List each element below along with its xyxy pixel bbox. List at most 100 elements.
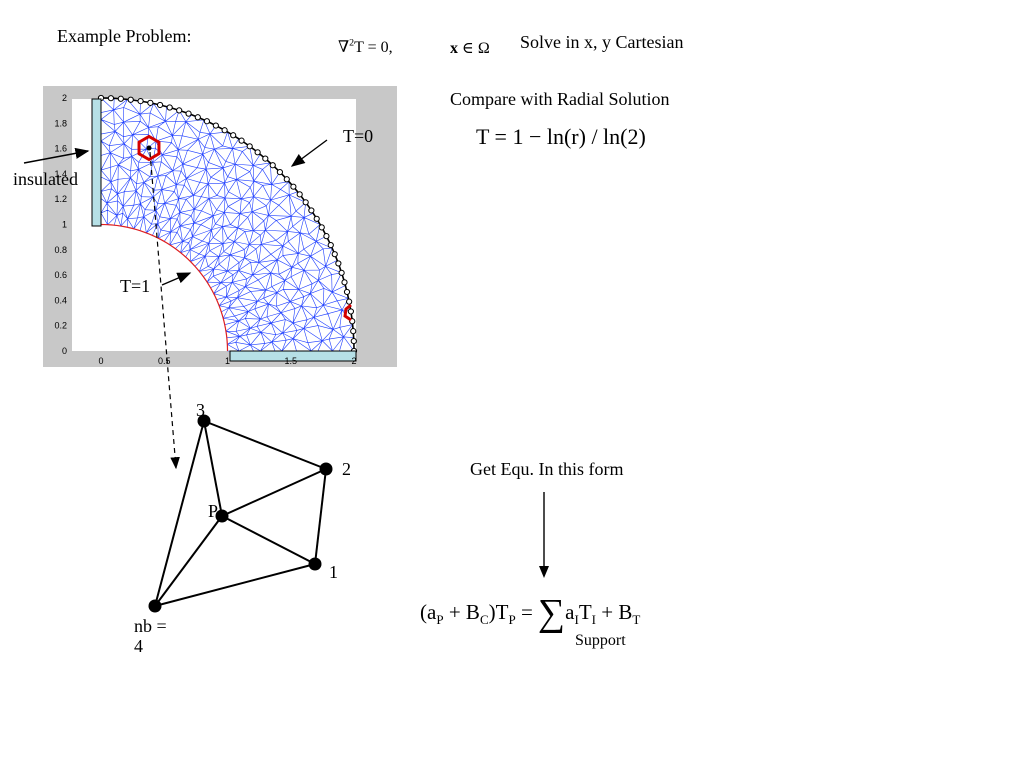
neighbor-count-label: nb = 4 xyxy=(134,616,167,656)
y-tick-label: 1.8 xyxy=(54,118,67,128)
domain-x: x xyxy=(450,40,458,57)
node-3 xyxy=(197,414,211,428)
outer-boundary-node xyxy=(338,269,345,276)
domain-membership: x ∈ Ω xyxy=(450,38,490,58)
outer-boundary-node xyxy=(327,241,334,249)
radial-solution-formula: T = 1 − ln(r) / ln(2) xyxy=(476,124,646,149)
edge-3-2 xyxy=(203,420,327,470)
outer-boundary-node xyxy=(323,233,330,240)
example-title: Example Problem: xyxy=(57,26,192,46)
outer-boundary-node xyxy=(347,308,354,315)
eq-sub-p: P xyxy=(436,612,444,628)
edge-p-3 xyxy=(203,420,223,517)
y-tick-labels: 21.81.61.41.210.80.60.40.20 xyxy=(54,93,67,356)
insulated-label: insulated xyxy=(13,169,78,189)
outer-boundary-node xyxy=(230,132,237,139)
outer-boundary-node xyxy=(296,191,303,198)
eq-plus-b: + B xyxy=(443,600,480,624)
get-equation-label: Get Equ. In this form xyxy=(470,459,624,479)
stencil-diagram xyxy=(148,414,333,613)
eq-plus-bt: + B xyxy=(595,600,633,624)
solve-text: Solve in x, y Cartesian xyxy=(520,32,684,52)
inner-boundary-arrow xyxy=(161,272,192,286)
mesh-triangles xyxy=(91,94,358,362)
discrete-equation: (aP + BC)TP = ∑aITI + BT xyxy=(420,594,640,632)
x-tick-label: 0.5 xyxy=(158,356,171,366)
eq-a: a xyxy=(565,600,575,624)
edge-p-1 xyxy=(221,515,316,565)
highlight-boundary-volume xyxy=(343,303,352,322)
edge-1-4 xyxy=(154,563,316,607)
outer-boundary-node xyxy=(331,251,338,258)
insulated-strip-bottom xyxy=(229,350,357,362)
eq-sub-c: C xyxy=(479,612,489,628)
node-4 xyxy=(148,599,162,613)
outer-boundary-node xyxy=(302,199,309,206)
outer-boundary-node xyxy=(212,122,219,129)
insulated-strip-left xyxy=(91,98,102,227)
y-tick-label: 0.4 xyxy=(54,295,67,305)
nabla-symbol: ∇ xyxy=(338,39,350,56)
eq-t: T xyxy=(578,600,592,624)
outer-boundary-node xyxy=(194,114,201,121)
edge-4-3 xyxy=(154,420,205,607)
outer-boundary-node xyxy=(246,143,253,150)
plot-annotations xyxy=(23,139,328,470)
outer-boundary-node xyxy=(335,260,342,267)
eq-close-t: )T xyxy=(488,600,509,624)
eq-sub-i: I xyxy=(574,612,579,628)
outer-boundary-node xyxy=(137,98,144,105)
x-tick-label: 0 xyxy=(98,356,103,366)
outer-boundary-node xyxy=(346,298,353,305)
node-2 xyxy=(319,462,333,476)
inner-boundary-arc xyxy=(100,223,229,352)
highlight-node xyxy=(146,145,152,151)
node-1 xyxy=(308,557,322,571)
nabla-exponent: 2 xyxy=(349,37,355,49)
outer-boundary-node xyxy=(156,101,164,109)
mesh-lines xyxy=(100,97,355,352)
y-tick-label: 0.2 xyxy=(54,321,67,331)
edge-p-2 xyxy=(221,468,327,517)
outer-boundary-node xyxy=(221,127,228,134)
node-3-label: 3 xyxy=(196,400,205,420)
zoom-dashed-arrow xyxy=(149,151,180,470)
outer-boundary-node xyxy=(117,95,124,102)
eq-sub-t: T xyxy=(632,612,641,628)
edge-p-4 xyxy=(154,515,223,607)
outer-boundary-node xyxy=(238,137,245,144)
y-tick-label: 1 xyxy=(62,220,67,230)
highlight-control-volume xyxy=(137,134,161,162)
outer-boundary-node xyxy=(185,110,192,117)
outer-boundary-node xyxy=(290,183,297,190)
outer-boundary-node xyxy=(166,104,173,111)
node-p xyxy=(215,509,229,523)
outer-boundary-node xyxy=(176,107,183,114)
y-tick-label: 1.6 xyxy=(54,144,67,154)
edge-2-1 xyxy=(314,468,327,565)
node-1-label: 1 xyxy=(329,562,338,582)
outer-boundary-node xyxy=(350,328,357,335)
neighbor-count-line2: 4 xyxy=(134,636,143,656)
down-arrow xyxy=(539,492,549,578)
domain-omega: ∈ Ω xyxy=(458,40,490,57)
outer-boundary-node xyxy=(147,99,154,106)
y-tick-label: 1.4 xyxy=(54,169,67,179)
laplace-equation: ∇2T = 0, xyxy=(338,37,393,57)
y-tick-label: 2 xyxy=(62,93,67,103)
outer-boundary-node xyxy=(313,215,320,222)
outer-boundary-node xyxy=(269,162,276,169)
outer-boundary-node xyxy=(350,337,357,345)
outer-boundary-node xyxy=(343,288,351,296)
neighbor-count-line1: nb = xyxy=(134,616,167,636)
outer-boundary-label: T=0 xyxy=(343,126,374,146)
outer-boundary-node xyxy=(308,207,315,214)
compare-label: Compare with Radial Solution xyxy=(450,89,670,109)
insulated-arrow xyxy=(23,147,90,164)
x-tick-label: 1 xyxy=(225,356,230,366)
outer-boundary-node xyxy=(283,176,290,183)
y-tick-label: 0.6 xyxy=(54,270,67,280)
outer-boundary-node xyxy=(341,279,348,286)
eq-a-open: (a xyxy=(420,600,437,624)
